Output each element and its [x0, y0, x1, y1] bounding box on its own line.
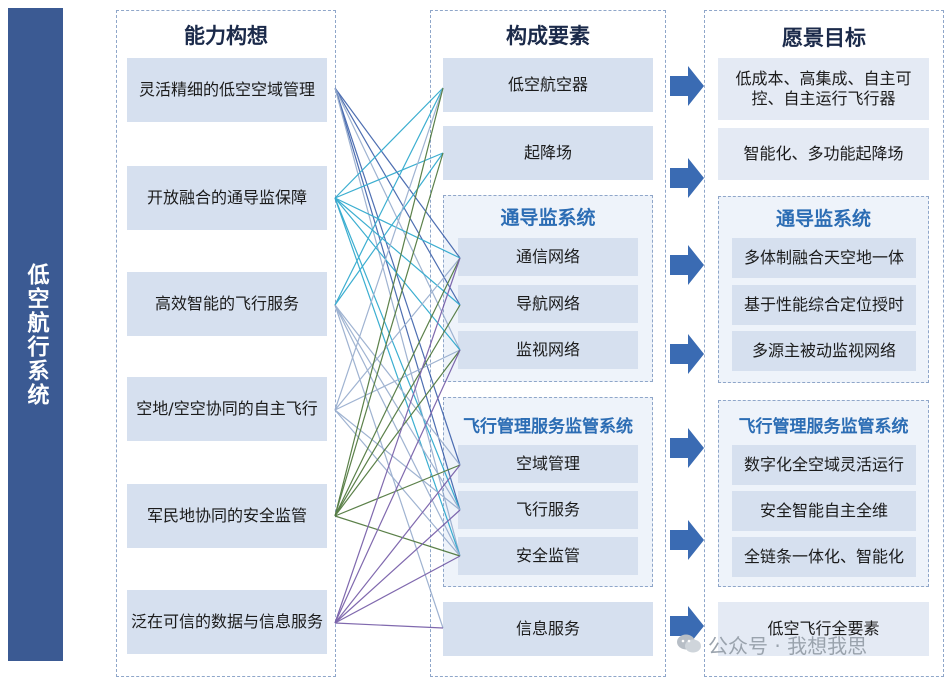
- watermark-text: 公众号 · 我想我思: [708, 633, 868, 658]
- element-surveillance-network: 监视网络: [458, 331, 638, 369]
- vision-fms-1: 数字化全空域灵活运行: [732, 445, 916, 485]
- system-title: 低空航行系统: [23, 262, 49, 407]
- element-comm-network: 通信网络: [458, 238, 638, 276]
- vision-fms-2: 安全智能自主全维: [732, 491, 916, 531]
- vision-cns-title: 通导监系统: [775, 208, 871, 230]
- element-info-service: 信息服务: [443, 602, 653, 656]
- element-nav-network: 导航网络: [458, 285, 638, 323]
- connector-line: [334, 87, 444, 517]
- capability-5: 军民地协同的安全监管: [127, 484, 327, 548]
- vision-fms-title: 飞行管理服务监管系统: [738, 417, 909, 437]
- vision-cns-3: 多源主被动监视网络: [732, 331, 916, 371]
- connector-line: [334, 152, 444, 517]
- arrow-right-icon: [670, 428, 704, 468]
- element-cns-title: 通导监系统: [500, 207, 596, 229]
- system-sidebar: 低空航行系统: [8, 8, 63, 661]
- wechat-icon: [676, 633, 702, 655]
- connector-line: [334, 304, 444, 629]
- element-safety-supervision: 安全监管: [458, 537, 638, 575]
- elements-title: 构成要素: [506, 24, 590, 48]
- capability-3: 高效智能的飞行服务: [127, 272, 327, 336]
- vision-title: 愿景目标: [782, 26, 866, 50]
- arrow-right-icon: [670, 66, 704, 106]
- connector-line: [334, 87, 444, 411]
- capability-2: 开放融合的通导监保障: [127, 166, 327, 230]
- vision-vertiport: 智能化、多功能起降场: [718, 128, 929, 180]
- element-flight-service: 飞行服务: [458, 491, 638, 529]
- connector-line: [334, 87, 444, 199]
- arrow-right-icon: [670, 520, 704, 560]
- connector-line: [334, 622, 444, 629]
- connector-line: [334, 87, 444, 306]
- vision-cns-1: 多体制融合天空地一体: [732, 238, 916, 278]
- vision-cns-2: 基于性能综合定位授时: [732, 285, 916, 325]
- capabilities-title: 能力构想: [184, 24, 268, 48]
- capability-4: 空地/空空协同的自主飞行: [127, 377, 327, 441]
- element-vertiport: 起降场: [443, 126, 653, 180]
- connector-line: [334, 152, 444, 199]
- vision-aircraft: 低成本、高集成、自主可控、自主运行飞行器: [718, 58, 929, 120]
- vision-all-elements: 低空飞行全要素: [718, 602, 929, 656]
- capability-6: 泛在可信的数据与信息服务: [127, 590, 327, 654]
- element-fms-title: 飞行管理服务监管系统: [463, 417, 633, 437]
- watermark: 公众号 · 我想我思: [676, 628, 936, 660]
- capability-1: 灵活精细的低空空域管理: [127, 58, 327, 122]
- element-aircraft: 低空航空器: [443, 58, 653, 112]
- vision-fms-3: 全链条一体化、智能化: [732, 537, 916, 577]
- arrow-right-icon: [670, 606, 704, 646]
- arrow-right-icon: [670, 334, 704, 374]
- arrow-right-icon: [670, 158, 704, 198]
- element-airspace-mgmt: 空域管理: [458, 445, 638, 483]
- arrow-right-icon: [670, 245, 704, 285]
- connector-line: [334, 152, 444, 306]
